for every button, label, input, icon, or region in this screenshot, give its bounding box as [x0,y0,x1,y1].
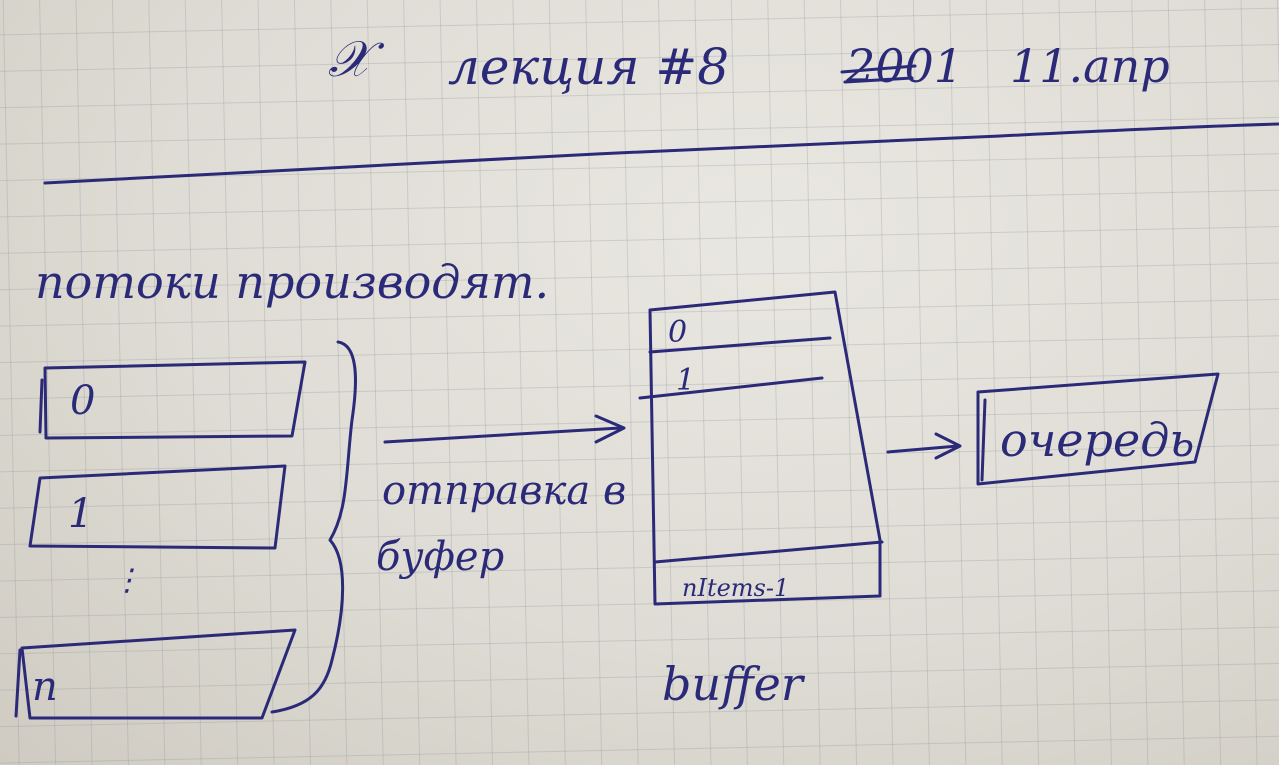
buffer-outline [648,290,882,606]
buffer-slot-0: 0 [668,315,687,350]
thread-box-0 [38,360,307,440]
buffer-slot-last: nItems-1 [682,574,789,602]
buffer-divider-2 [638,376,824,400]
title-date: 11.апр [1010,39,1170,93]
strike-through [840,64,917,84]
queue-label: очередь [1000,413,1194,467]
thread-label-n: n [32,664,58,710]
arrow-label-line2: буфер [376,534,504,580]
thread-ellipsis: ⋮ [112,563,142,598]
send-arrow [383,414,626,444]
thread-box-n [14,628,297,720]
separator-line [43,122,1279,185]
thread-label-1: 1 [68,491,93,537]
queue-arrow [886,432,962,460]
arrow-label-line1: отправка в [382,468,626,514]
title-symbol: 𝒳 [328,30,385,88]
thread-box-1 [28,464,287,550]
buffer-divider-1 [648,336,832,354]
title-lecture: лекция #8 [448,38,729,96]
buffer-label: buffer [662,657,806,711]
grouping-brace [270,340,357,714]
buffer-slot-1: 1 [676,363,695,398]
thread-label-0: 0 [70,378,95,424]
heading-text: потоки производят. [35,255,549,309]
queue-box [976,372,1220,486]
buffer-divider-3 [653,540,884,564]
